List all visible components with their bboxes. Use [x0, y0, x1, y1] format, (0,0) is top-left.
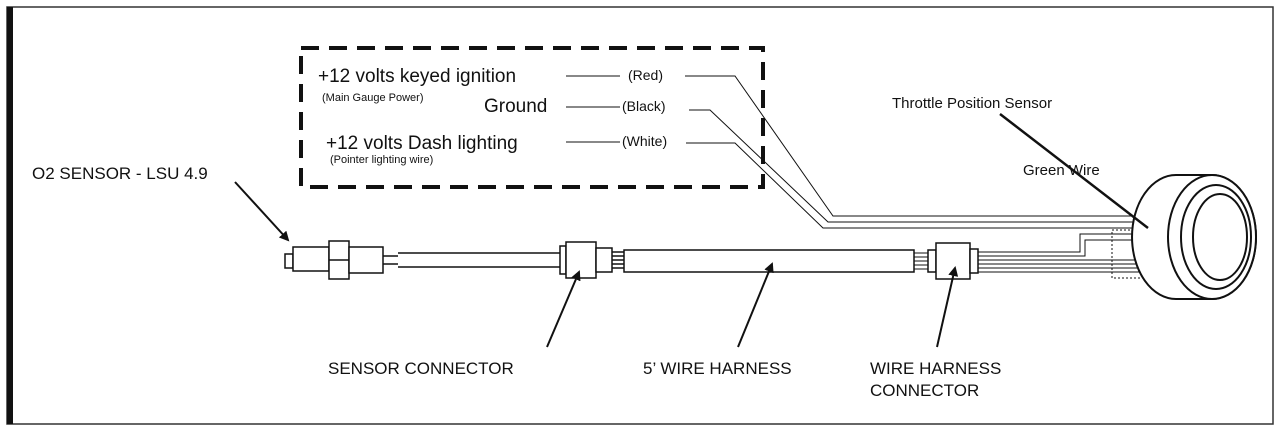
dash-note: (Pointer lighting wire) — [330, 154, 433, 166]
ground-label: Ground — [484, 96, 547, 117]
ignition-color-label: (Red) — [628, 67, 663, 83]
power-wires — [685, 75, 1150, 229]
sensor-connector — [559, 241, 624, 279]
ignition-note: (Main Gauge Power) — [322, 92, 424, 104]
dash-color-label: (White) — [622, 133, 667, 149]
dash-label: +12 volts Dash lighting — [326, 133, 518, 154]
o2-arrow — [234, 181, 290, 242]
throttle-pointer — [999, 113, 1149, 229]
o2-sensor-label: O2 SENSOR - LSU 4.9 — [32, 164, 208, 183]
o2-sensor — [284, 240, 398, 280]
sensor-connector-label: SENSOR CONNECTOR — [328, 359, 514, 378]
harness-end-wires — [914, 252, 928, 270]
green-wire-label: Green Wire — [1023, 162, 1100, 179]
throttle-sensor-label: Throttle Position Sensor — [892, 95, 1052, 112]
wire-harness-arrow — [737, 262, 774, 348]
ground-color-label: (Black) — [622, 98, 666, 114]
ignition-label: +12 volts keyed ignition — [318, 66, 516, 87]
harness-connector-arrow — [936, 266, 959, 348]
frame-left-bar — [7, 7, 13, 424]
sensor-cable — [398, 252, 560, 268]
signal-wires — [978, 233, 1150, 273]
harness-connector-label-line2: CONNECTOR — [870, 381, 979, 400]
wire-harness-label: 5’ WIRE HARNESS — [643, 359, 792, 378]
gauge — [1131, 174, 1257, 300]
harness-connector-label-line1: WIRE HARNESS — [870, 359, 1001, 378]
sensor-connector-arrow — [546, 270, 581, 348]
wiring-box — [299, 46, 765, 189]
